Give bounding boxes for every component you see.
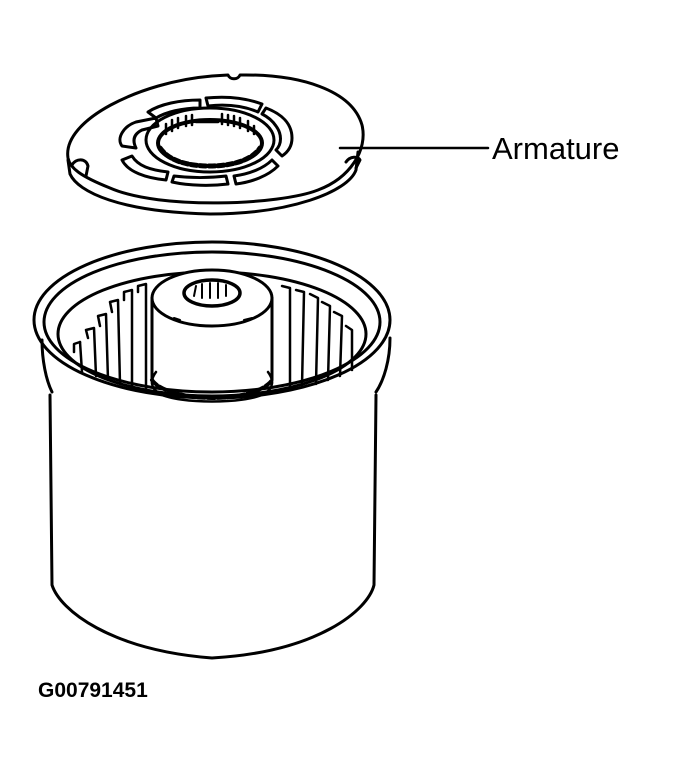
armature-disc (66, 73, 490, 216)
figure-id: G00791451 (38, 679, 148, 702)
internal-splines (72, 282, 354, 392)
housing-cup (32, 240, 392, 660)
armature-callout-label: Armature (492, 131, 620, 166)
needle-rollers (164, 112, 256, 136)
hub-splines (193, 282, 227, 299)
